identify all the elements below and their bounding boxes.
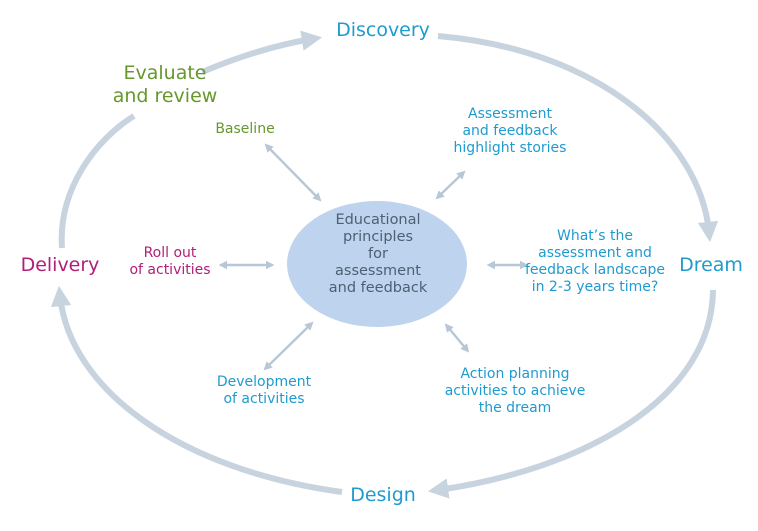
node-action-planning: Action planning activities to achieve th…: [445, 366, 586, 417]
center-line: assessment: [335, 263, 421, 280]
node-line: Development: [216, 374, 312, 390]
node-line: activities to achieve: [444, 383, 586, 400]
node-line: assessment and: [538, 245, 652, 262]
node-line: feedback landscape: [524, 262, 666, 279]
node-line: Roll out: [143, 245, 197, 261]
node-highlight-stories: Assessment and feedback highlight storie…: [454, 106, 567, 157]
stage-evaluate-line2: and review: [112, 85, 218, 108]
center-line: and feedback: [328, 280, 428, 297]
stage-evaluate-line1: Evaluate: [123, 62, 207, 84]
center-principles: Educational principles for assessment an…: [329, 212, 428, 298]
center-ellipse: [287, 201, 467, 327]
node-development: Development of activities: [217, 374, 311, 408]
stage-discovery: Discovery: [336, 19, 430, 41]
connector-baseline: [264, 143, 322, 202]
node-line: the dream: [478, 400, 552, 417]
node-line: Assessment: [468, 106, 552, 122]
cycle-arrow-design-to-delivery: [50, 285, 343, 495]
node-line: highlight stories: [453, 140, 567, 157]
connector-action-planning: [444, 323, 470, 353]
node-line: What’s the: [557, 228, 633, 244]
stage-evaluate-and-review: Evaluate and review: [113, 62, 218, 108]
center-line: principles: [342, 229, 414, 246]
node-line: of activities: [223, 391, 305, 408]
stage-dream: Dream: [679, 254, 743, 276]
center-line: for: [368, 246, 388, 263]
node-baseline: Baseline: [215, 121, 275, 137]
cycle-arrow-discovery-to-dream: [437, 33, 719, 243]
connector-development: [263, 321, 314, 371]
stage-delivery: Delivery: [20, 254, 100, 276]
node-landscape: What’s the assessment and feedback lands…: [525, 228, 665, 296]
connector-highlight-stories: [435, 170, 466, 200]
node-line: and feedback: [462, 123, 558, 140]
cycle-arrow-dream-to-design: [427, 289, 716, 499]
center-line: Educational: [335, 212, 421, 228]
cycle-arrow-delivery-to-evaluate: [58, 113, 136, 249]
cycle-arrow-evaluate-to-discovery: [200, 30, 323, 75]
node-line: in 2-3 years time?: [531, 279, 659, 296]
node-line: of activities: [129, 262, 211, 279]
node-line: Action planning: [460, 366, 570, 382]
node-roll-out: Roll out of activities: [129, 245, 210, 279]
stage-design: Design: [350, 484, 416, 506]
